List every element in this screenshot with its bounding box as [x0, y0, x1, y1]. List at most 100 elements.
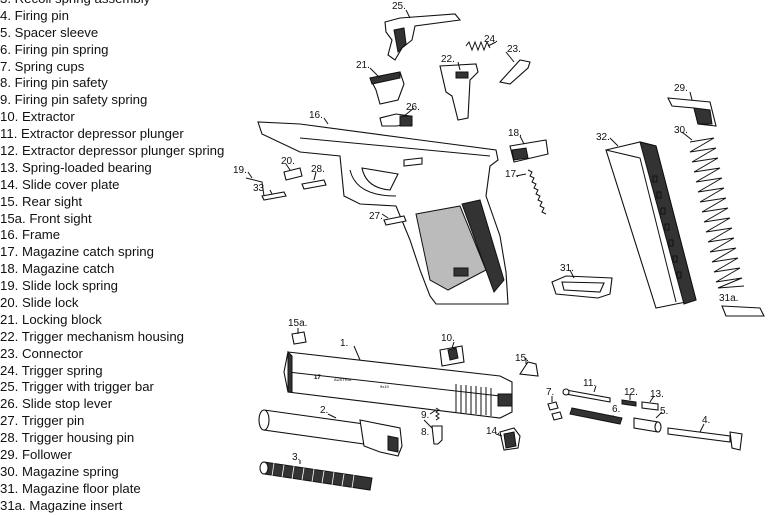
legend-item: 16. Frame: [0, 227, 61, 243]
legend-item: 4. Firing pin: [0, 7, 69, 23]
callout-33: 33: [253, 183, 265, 194]
callout-12: 12.: [624, 387, 638, 398]
legend-item: 10. Extractor: [0, 109, 75, 125]
magazine-catch: [509, 139, 549, 163]
front-sight: [291, 331, 307, 345]
callout-15a: 15a.: [288, 318, 307, 329]
slide-lock-spring: [245, 177, 265, 197]
callout-3: 3.: [292, 452, 300, 463]
slide-brand-marking: AUSTRIA: [334, 377, 352, 382]
callout-17: 17.: [505, 169, 519, 180]
slide-cover-plate: [499, 427, 521, 451]
legend-item: 28. Trigger housing pin: [0, 430, 135, 446]
callout-4: 4.: [702, 415, 710, 426]
legend-item: 5. Spacer sleeve: [0, 24, 99, 40]
legend-item: 20. Slide lock: [0, 295, 79, 311]
legend-item: 21. Locking block: [0, 311, 102, 327]
legend-item: 30. Magazine spring: [0, 463, 119, 479]
callout-25: 25.: [392, 1, 406, 12]
slide-lock: [283, 167, 303, 181]
legend-item: 31. Magazine floor plate: [0, 480, 141, 496]
trigger-pin: [383, 215, 407, 226]
magazine-spring: [689, 137, 745, 289]
callout-2: 2.: [320, 405, 328, 416]
callout-6: 6.: [612, 404, 620, 415]
callout-18: 18.: [508, 128, 522, 139]
barrel: [258, 409, 403, 457]
legend-item: 29. Follower: [0, 447, 72, 463]
legend-item: 11. Extractor depressor plunger: [0, 126, 184, 142]
legend-item: 9. Firing pin safety spring: [0, 92, 148, 108]
leader-lines: [247, 9, 705, 464]
callout-26: 26.: [406, 102, 420, 113]
callout-15: 15.: [515, 353, 529, 364]
callout-29: 29.: [674, 83, 688, 94]
callout-30: 30.: [674, 125, 688, 136]
legend-item: 27. Trigger pin: [0, 413, 85, 429]
legend-item: 8. Firing pin safety: [0, 75, 108, 91]
legend-item: 13. Spring-loaded bearing: [0, 159, 152, 175]
callout-31: 31.: [560, 263, 574, 274]
legend-item: 7. Spring cups: [0, 58, 85, 74]
firing-pin-spring: [569, 407, 623, 425]
firing-pin-safety-spring: [435, 407, 440, 421]
locking-block: [369, 71, 405, 105]
legend-item: 12. Extractor depressor plunger spring: [0, 143, 225, 159]
legend-item: 15. Rear sight: [0, 193, 83, 209]
callout-19: 19.: [233, 165, 247, 176]
callout-10: 10.: [441, 333, 455, 344]
magazine-follower: [667, 97, 717, 127]
legend-item: 26. Slide stop lever: [0, 396, 113, 412]
legend-item: 25. Trigger with trigger bar: [0, 379, 154, 395]
callout-32: 32.: [596, 132, 610, 143]
trigger-spring: [465, 40, 491, 52]
trigger-mechanism-housing: [439, 63, 479, 121]
callout-11: 11.: [583, 378, 596, 389]
legend-item: 23. Connector: [0, 345, 83, 361]
callout-13: 13.: [650, 389, 664, 400]
magazine-insert: [721, 305, 765, 317]
firing-pin: [667, 427, 743, 451]
legend-item: 22. Trigger mechanism housing: [0, 328, 184, 344]
spring-loaded-bearing: [641, 401, 659, 411]
callout-28: 28.: [311, 164, 325, 175]
callout-22: 22.: [441, 54, 455, 65]
extractor-depressor-plunger-spring: [621, 399, 637, 407]
callout-9: 9.: [421, 410, 429, 421]
legend-item: 17. Magazine catch spring: [0, 244, 154, 260]
callout-8: 8.: [421, 427, 429, 438]
slide: 17 AUSTRIA 9x19: [283, 350, 513, 419]
recoil-spring-assembly: [259, 461, 373, 491]
legend-item: 6. Firing pin spring: [0, 41, 109, 57]
callout-27: 27.: [369, 211, 383, 222]
part-callouts: 25. 24. 23. 22. 21. 26. 16. 18. 17. 19. …: [233, 1, 738, 463]
trigger-housing-pin: [301, 179, 327, 190]
callout-21: 21.: [356, 60, 370, 71]
legend-item: 15a. Front sight: [0, 210, 92, 226]
callout-20: 20.: [281, 156, 295, 167]
legend-item: 24. Trigger spring: [0, 362, 103, 378]
callout-5: 5.: [660, 406, 668, 417]
callout-16: 16.: [309, 110, 323, 121]
magazine-floor-plate: [551, 275, 613, 299]
callout-24: 24.: [484, 34, 498, 45]
callout-7: 7.: [546, 387, 554, 398]
callout-1: 1.: [340, 338, 348, 349]
magazine-body: [605, 141, 697, 309]
slide-stop-lever: [379, 113, 413, 127]
small-pin: [261, 191, 287, 201]
spring-cups: [547, 401, 563, 421]
parts-legend: 3. Recoil spring assembly4. Firing pin5.…: [0, 0, 250, 515]
connector: [498, 59, 531, 85]
callout-14: 14.: [486, 426, 500, 437]
spacer-sleeve: [633, 417, 662, 433]
legend-item: 31a. Magazine insert: [0, 497, 123, 513]
magazine-catch-spring: [527, 169, 547, 215]
legend-item: 14. Slide cover plate: [0, 176, 120, 192]
extractor: [439, 345, 465, 367]
extractor-depressor-plunger: [562, 388, 611, 403]
pistol-frame: [257, 121, 509, 305]
callout-31a: 31a.: [719, 293, 738, 304]
callout-23: 23.: [507, 44, 521, 55]
